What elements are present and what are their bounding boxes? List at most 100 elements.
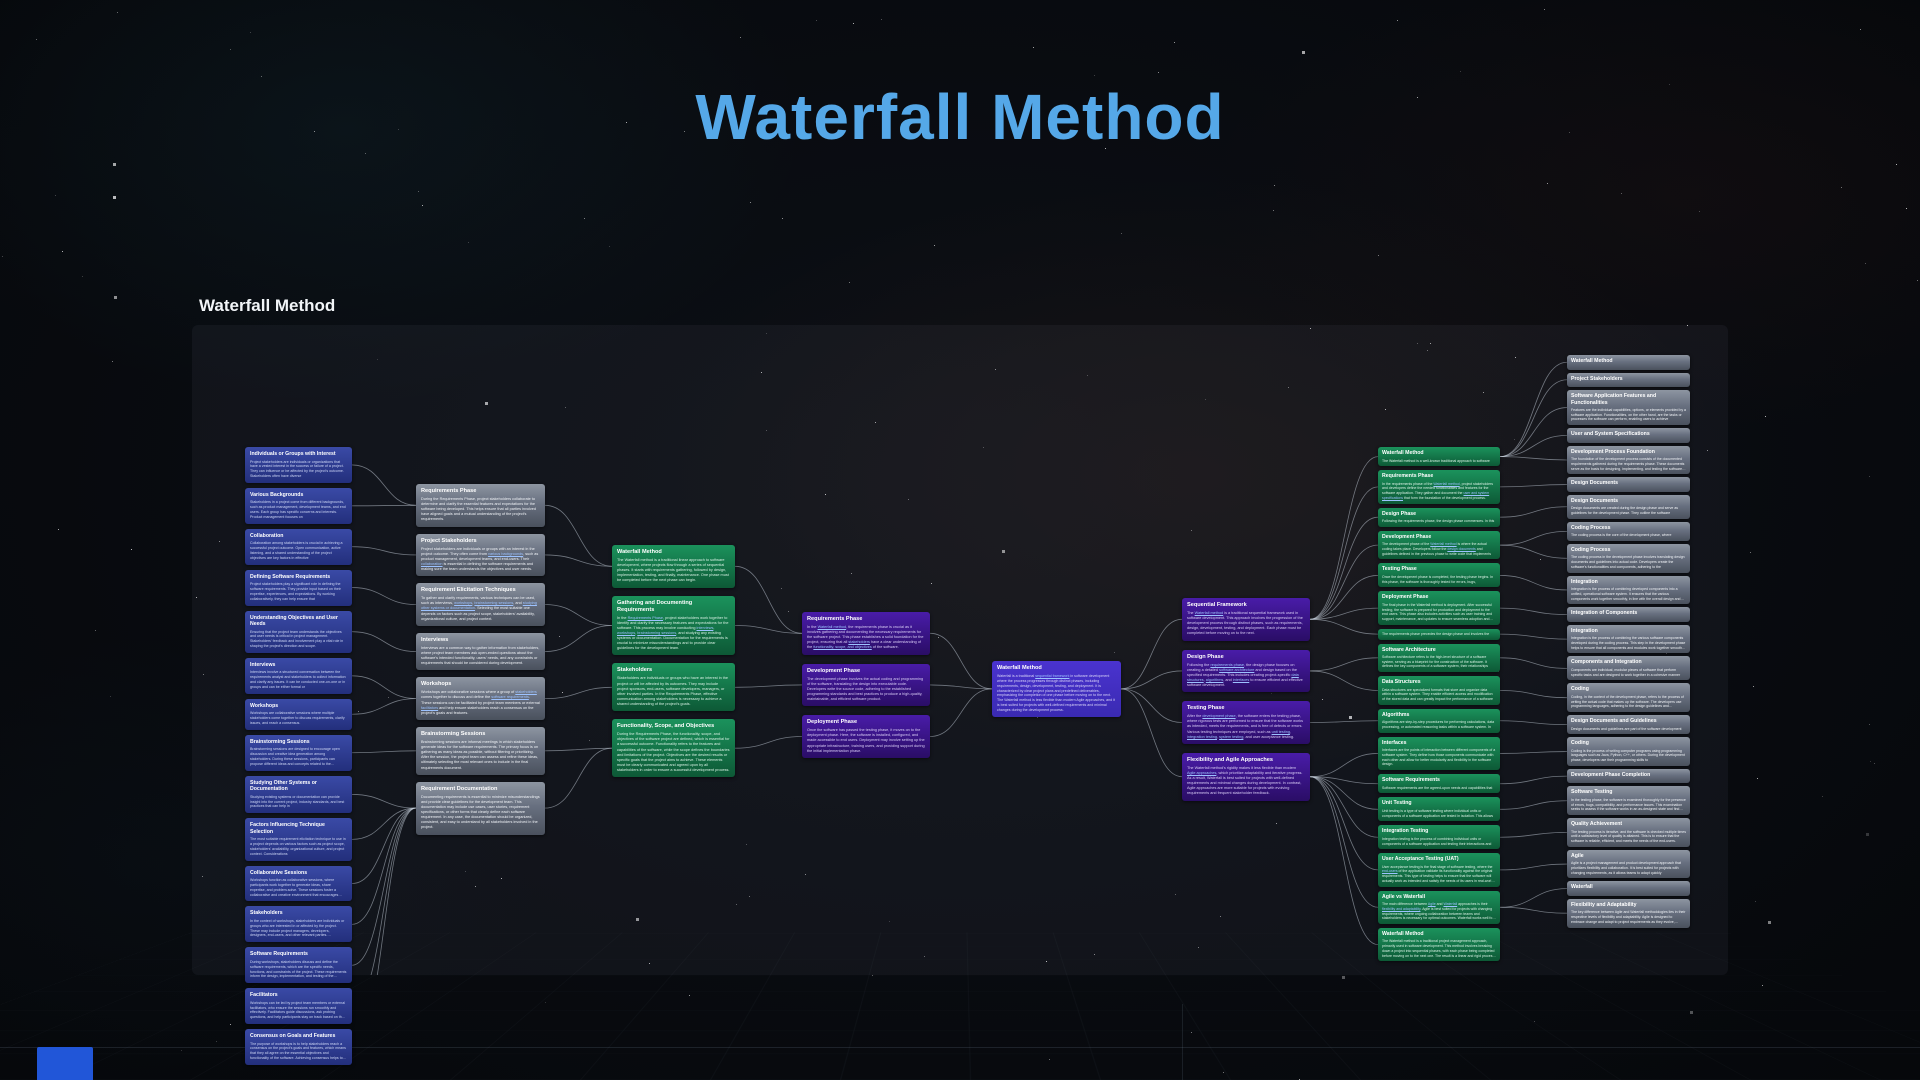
mindmap-node[interactable]: Various Backgrounds Stakeholders in a pr… [245,488,352,524]
mindmap-node[interactable]: Waterfall Method The Waterfall method is… [1378,447,1500,466]
mindmap-node[interactable]: Integration Integration is the process o… [1567,576,1690,605]
mindmap-node[interactable]: Consensus on Goals and Features The purp… [245,1029,352,1065]
node-link[interactable]: Agile approaches [1187,771,1216,775]
node-link[interactable]: Waterfall method [1195,611,1224,615]
mindmap-node[interactable]: Waterfall Method The Waterfall method is… [612,545,735,588]
node-link[interactable]: collaboration [421,562,443,566]
mindmap-node[interactable]: Waterfall Method The Waterfall method is… [1378,928,1500,961]
node-link[interactable]: Requirements Phase [628,616,663,620]
node-link[interactable]: flexibility and adaptability [1382,907,1420,911]
mindmap-node[interactable]: Requirement Elicitation Techniques To ga… [416,583,545,626]
mindmap-node[interactable]: Design Documents Design documents are cr… [1567,495,1690,519]
mindmap-node[interactable]: Individuals or Groups with Interest Proj… [245,447,352,483]
node-link[interactable]: Agile [1428,902,1436,906]
mindmap-node[interactable]: Agile vs Waterfall The main difference b… [1378,891,1500,924]
mindmap-node[interactable]: Functionality, Scope, and Objectives Dur… [612,719,735,777]
mindmap-node[interactable]: Testing Phase After the development phas… [1182,701,1310,744]
node-link[interactable]: software architecture [1219,668,1254,672]
mindmap-node[interactable]: Project Stakeholders Project stakeholder… [416,534,545,577]
mindmap-node[interactable]: Collaboration Collaboration among stakeh… [245,529,352,565]
node-link[interactable]: end-users [1382,869,1398,873]
mindmap-node[interactable]: Flexibility and Agile Approaches The Wat… [1182,753,1310,801]
mindmap-node[interactable]: Integration of Components [1567,607,1690,622]
node-link[interactable]: Waterfall method [818,625,847,629]
mindmap-node[interactable]: Requirements Phase In the Waterfall meth… [802,612,930,655]
node-link[interactable]: stakeholders [848,640,870,644]
node-link[interactable]: Waterfall method [1433,482,1459,486]
mindmap-node[interactable]: Stakeholders Stakeholders are individual… [612,663,735,711]
mindmap-node[interactable]: Coding Coding, in the context of the dev… [1567,683,1690,712]
mindmap-node[interactable]: Studying Other Systems or Documentation … [245,776,352,814]
mindmap-node[interactable]: Coding Coding is the process of writing … [1567,737,1690,766]
node-link[interactable]: development phase [1202,714,1235,718]
mindmap-node[interactable]: Software Architecture Software architect… [1378,644,1500,673]
mindmap-node[interactable]: Development Phase Completion [1567,769,1690,784]
mindmap-node[interactable]: Software Requirements Software requireme… [1378,774,1500,793]
mindmap-node[interactable]: Components and Integration Components ar… [1567,656,1690,680]
mindmap-node[interactable]: Understanding Objectives and User Needs … [245,611,352,653]
mindmap-node[interactable]: User Acceptance Testing (UAT) User accep… [1378,853,1500,886]
mindmap-node[interactable]: Design Documents [1567,477,1690,492]
mindmap-node[interactable]: The requirements phase precedes the desi… [1378,629,1500,640]
mindmap-node[interactable]: Software Testing In the testing phase, t… [1567,786,1690,815]
mindmap-node[interactable]: Sequential Framework The Waterfall metho… [1182,598,1310,641]
mindmap-node[interactable]: Brainstorming Sessions Brainstorming ses… [416,727,545,775]
node-link[interactable]: workshops [454,601,472,605]
node-link[interactable]: software requirements [491,695,529,699]
mindmap-node[interactable]: Requirement Documentation Documenting re… [416,782,545,835]
bottom-left-blue-panel[interactable] [37,1047,93,1080]
node-link[interactable]: algorithms [1206,678,1224,682]
mindmap-node[interactable]: Coding Process The coding process is the… [1567,522,1690,541]
node-link[interactable]: user and system specifications [1382,491,1489,500]
mindmap-node[interactable]: Algorithms Algorithms are step-by-step p… [1378,709,1500,733]
node-link[interactable]: unit testing [1272,730,1290,734]
mindmap-node[interactable]: Deployment Phase Once the software has p… [802,715,930,758]
node-link[interactable]: Waterfall method [1430,542,1456,546]
root-node[interactable]: Waterfall Method Waterfall is a traditio… [992,661,1121,717]
node-link[interactable]: brainstorming sessions [637,631,676,635]
mindmap-node[interactable]: Requirements Phase In the requirements p… [1378,470,1500,503]
node-link[interactable]: brainstorming sessions [474,601,513,605]
mindmap-node[interactable]: Design Phase Following the requirements … [1378,508,1500,527]
mindmap-node[interactable]: Waterfall [1567,881,1690,896]
node-link[interactable]: interfaces [1233,678,1249,682]
mindmap-canvas[interactable]: Individuals or Groups with Interest Proj… [192,325,1728,975]
mindmap-node[interactable]: Interfaces Interfaces are the points of … [1378,737,1500,770]
mindmap-node[interactable]: Defining Software Requirements Project s… [245,570,352,606]
mindmap-node[interactable]: Design Documents and Guidelines Design d… [1567,715,1690,734]
mindmap-node[interactable]: Stakeholders In the context of workshops… [245,906,352,942]
node-link[interactable]: stakeholders [515,690,537,694]
node-link[interactable]: functionality, scope, and objectives [813,645,871,649]
mindmap-node[interactable]: Interviews Interviews are a common way t… [416,633,545,670]
mindmap-node[interactable]: Facilitators Workshops can be led by pro… [245,988,352,1024]
node-link[interactable]: Waterfall [1443,902,1457,906]
mindmap-node[interactable]: Waterfall Method [1567,355,1690,370]
node-link[interactable]: interviews [697,626,714,630]
mindmap-node[interactable]: Software Requirements During workshops, … [245,947,352,983]
mindmap-node[interactable]: Interviews Interviews involve a structur… [245,658,352,694]
mindmap-node[interactable]: Quality Achievement The testing process … [1567,818,1690,847]
mindmap-node[interactable]: Development Phase The development phase … [802,664,930,707]
node-link[interactable]: facilitators [421,706,438,710]
mindmap-node[interactable]: Workshops Workshops are collaborative se… [416,677,545,720]
node-link[interactable]: Agile [1187,771,1195,775]
mindmap-node[interactable]: Development Phase The development phase … [1378,531,1500,560]
mindmap-node[interactable]: Unit Testing Unit testing is a type of s… [1378,797,1500,821]
mindmap-node[interactable]: Testing Phase Once the development phase… [1378,563,1500,587]
node-link[interactable]: sequential framework [1035,674,1069,678]
node-link[interactable]: requirements phase [1210,663,1244,667]
node-link[interactable]: design documents [1447,547,1475,551]
mindmap-node[interactable]: Software Application Features and Functi… [1567,390,1690,425]
node-link[interactable]: system testing [1219,735,1243,739]
mindmap-node[interactable]: Agile Agile is a project management and … [1567,850,1690,879]
mindmap-node[interactable]: Coding Process The coding process in the… [1567,544,1690,573]
mindmap-node[interactable]: Gathering and Documenting Requirements I… [612,596,735,656]
mindmap-node[interactable]: User and System Specifications [1567,428,1690,443]
mindmap-node[interactable]: Collaborative Sessions Workshops functio… [245,866,352,902]
mindmap-node[interactable]: Data Structures Data structures are spec… [1378,676,1500,705]
node-link[interactable]: workshops [617,631,635,635]
mindmap-node[interactable]: Flexibility and Adaptability The key dif… [1567,899,1690,928]
mindmap-node[interactable]: Factors Influencing Technique Selection … [245,818,352,860]
mindmap-node[interactable]: Development Process Foundation The found… [1567,446,1690,475]
mindmap-node[interactable]: Design Phase Following the requirements … [1182,650,1310,693]
